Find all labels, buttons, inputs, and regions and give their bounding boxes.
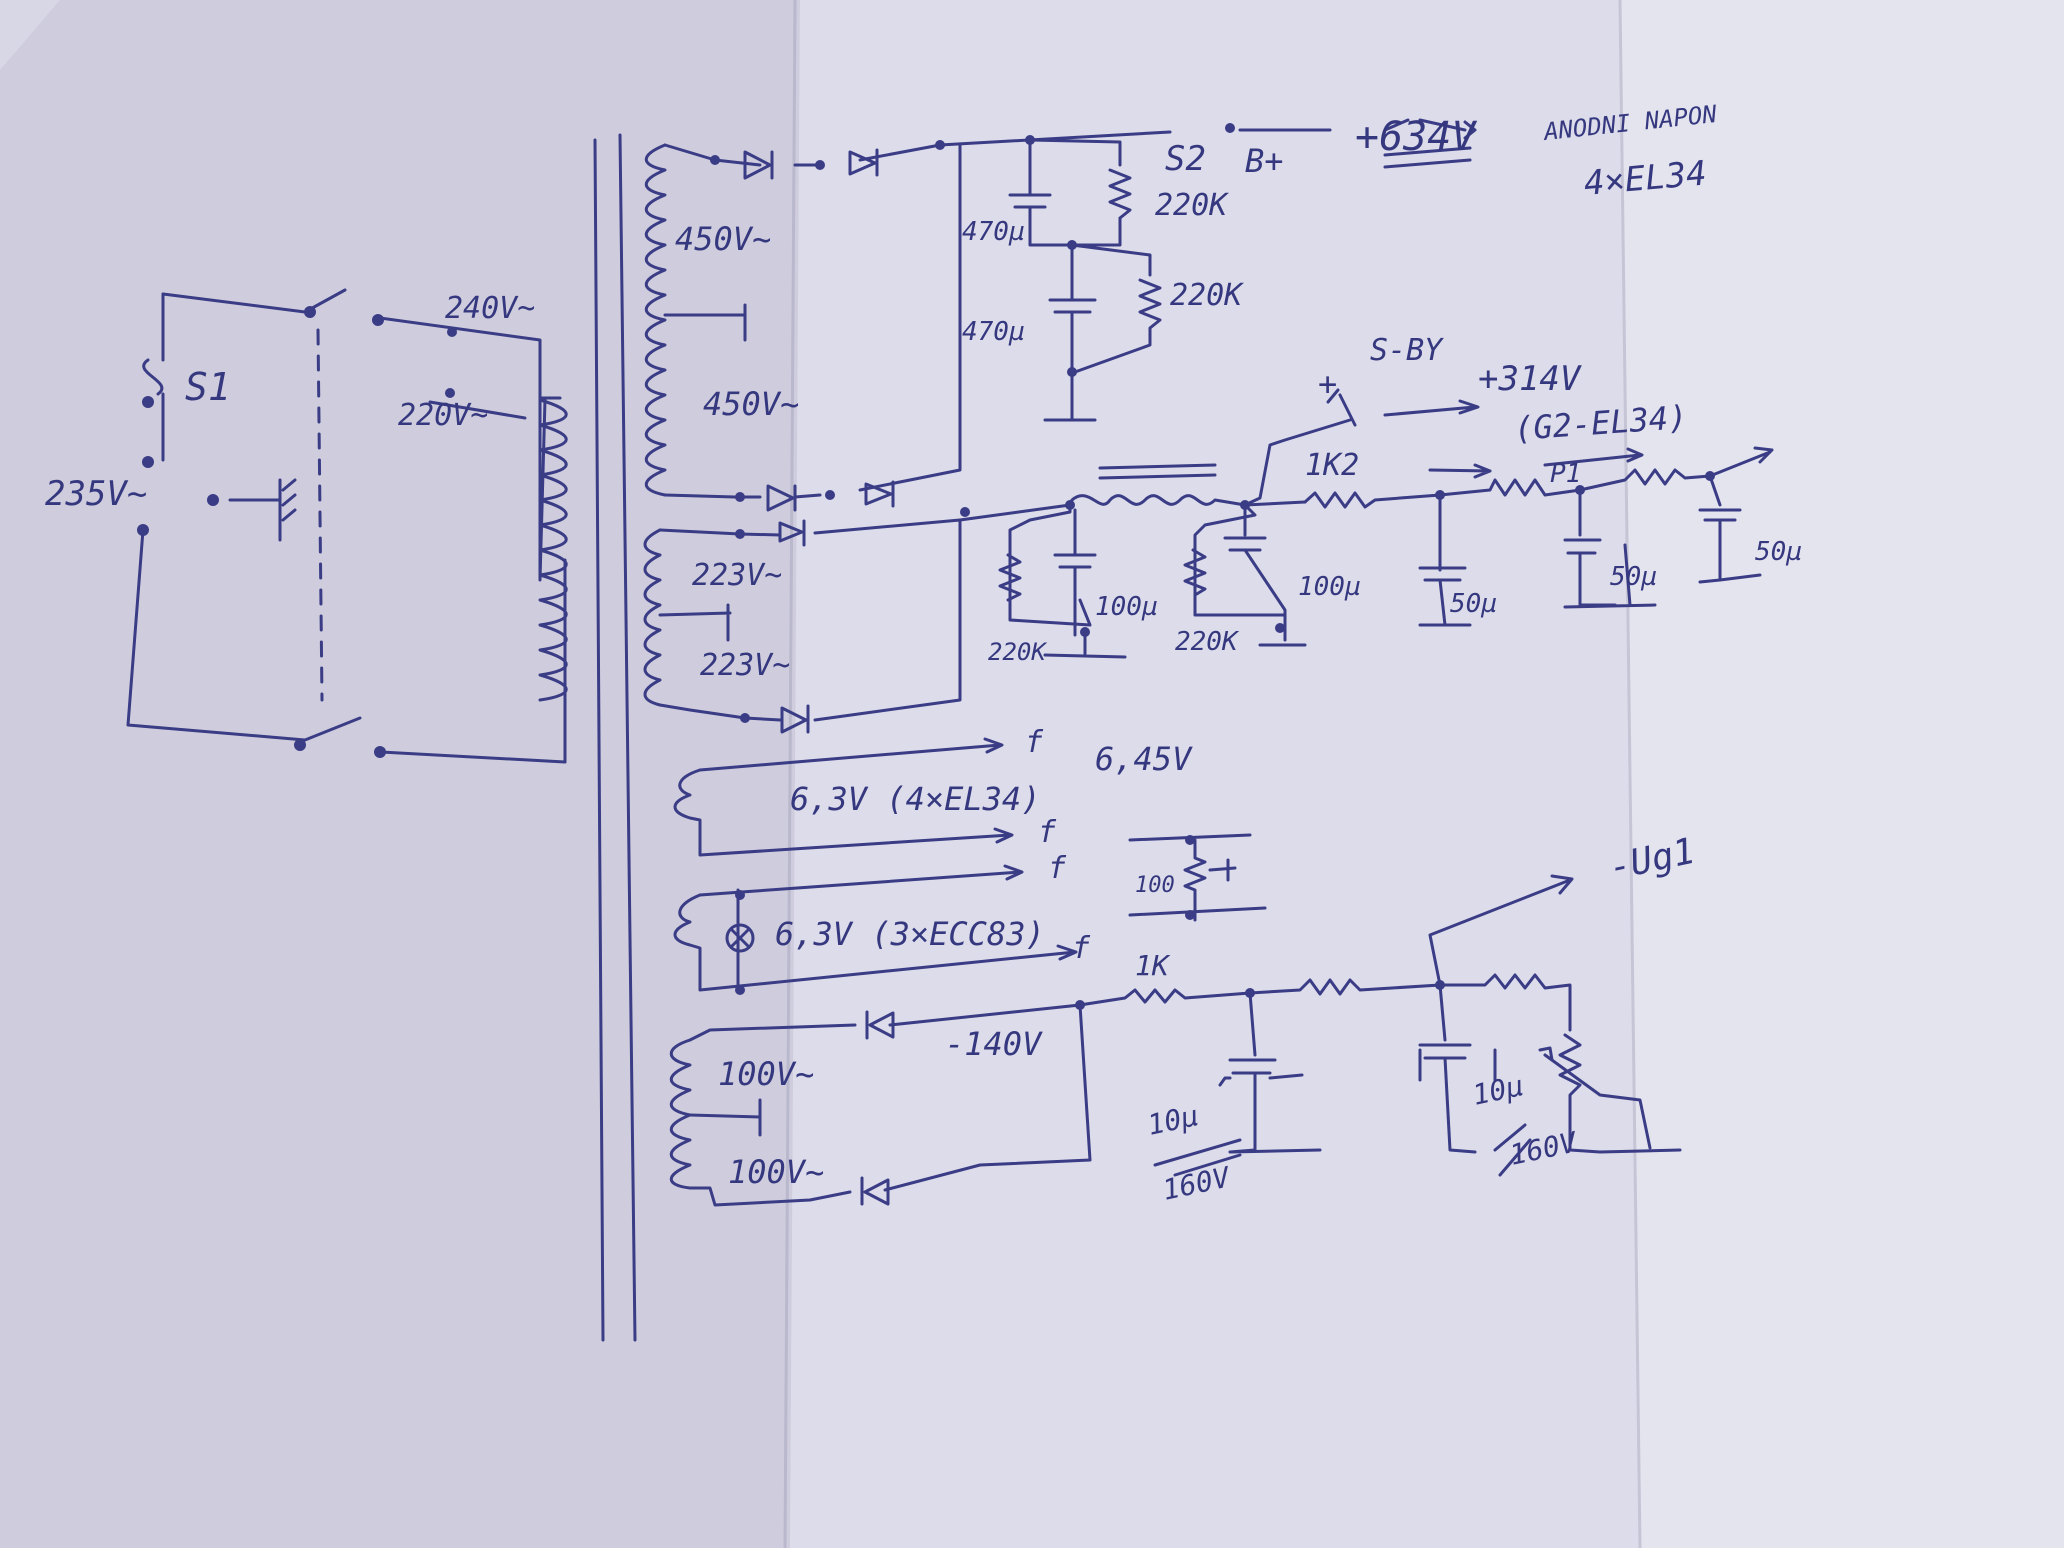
cap-50b-label: 50µ (1610, 562, 1657, 592)
pot-p1-label: P1 (1550, 459, 1581, 489)
res-220c-label: 220K (988, 638, 1047, 666)
transformer-core (593, 133, 637, 1342)
heater-f3-label: f (1048, 851, 1067, 886)
primary-junctions (137, 306, 457, 758)
cap-50c-label: 50µ (1755, 537, 1802, 567)
heater-f1-label: f (1025, 725, 1044, 760)
sec-450a-label: 450V~ (675, 220, 771, 258)
hv-diodes (743, 148, 895, 512)
paper-middle-panel (790, 0, 1640, 1548)
sec-223a-label: 223V~ (692, 558, 782, 593)
res-220b-label: 220K (1170, 278, 1244, 313)
hum-pot-label: 100 (1135, 873, 1175, 898)
heater-f2-label: f (1038, 815, 1057, 850)
bias-diodes (860, 1010, 895, 1206)
tap-220-label: 220V~ (398, 398, 488, 433)
switch-s2-label: S2 (1165, 139, 1206, 179)
paper-fold-2 (1618, 0, 1642, 1548)
primary-circuit (126, 288, 568, 764)
sec-100a-label: 100V~ (718, 1055, 814, 1093)
sec-100b-label: 100V~ (728, 1153, 824, 1191)
heater-junctions (735, 835, 1195, 995)
anode-voltage-label: +634V (1355, 114, 1477, 160)
cap-100b-label: 100µ (1298, 572, 1361, 602)
bplus-label: B+ (1245, 142, 1284, 180)
bias-supply (669, 874, 1682, 1207)
heater-circuits (673, 737, 1267, 992)
bias-volt-label: -140V (945, 1025, 1043, 1063)
mains-voltage-label: 235V~ (45, 474, 147, 514)
standby-plus-label: + (1318, 365, 1337, 403)
tap-240-label: 240V~ (445, 291, 535, 326)
res-1k-label: 1K (1135, 949, 1171, 982)
s1-label: S1 (185, 365, 231, 409)
cap-50a-label: 50µ (1450, 589, 1497, 619)
res-220a-label: 220K (1155, 188, 1229, 223)
cap-100a-label: 100µ (1095, 592, 1158, 622)
g2-junctions (735, 471, 1715, 723)
paper-right-panel (1620, 0, 2064, 1548)
heater-power-meas-label: 6,45V (1095, 740, 1193, 778)
paper-left-panel (0, 0, 800, 1548)
sec-223b-label: 223V~ (700, 648, 790, 683)
cap-470b-label: 470µ (962, 317, 1025, 347)
res-1k2-label: 1K2 (1305, 448, 1359, 483)
res-220d-label: 220K (1175, 627, 1240, 657)
heater-f4-label: f (1072, 931, 1091, 966)
heater-pre-label: 6,3V (3×ECC83) (775, 915, 1045, 953)
paper-fold-1 (783, 0, 797, 1548)
sec-450b-label: 450V~ (703, 385, 799, 423)
hv-junctions (710, 123, 1235, 502)
cap-470a-label: 470µ (962, 217, 1025, 247)
g2-diodes (778, 519, 810, 734)
bias-junctions (1075, 980, 1445, 1010)
g2-supply (643, 388, 1774, 722)
standby-label: S-BY (1370, 333, 1444, 368)
g2-voltage-label: +314V (1478, 359, 1582, 399)
heater-power-label: 6,3V (4×EL34) (790, 780, 1040, 818)
